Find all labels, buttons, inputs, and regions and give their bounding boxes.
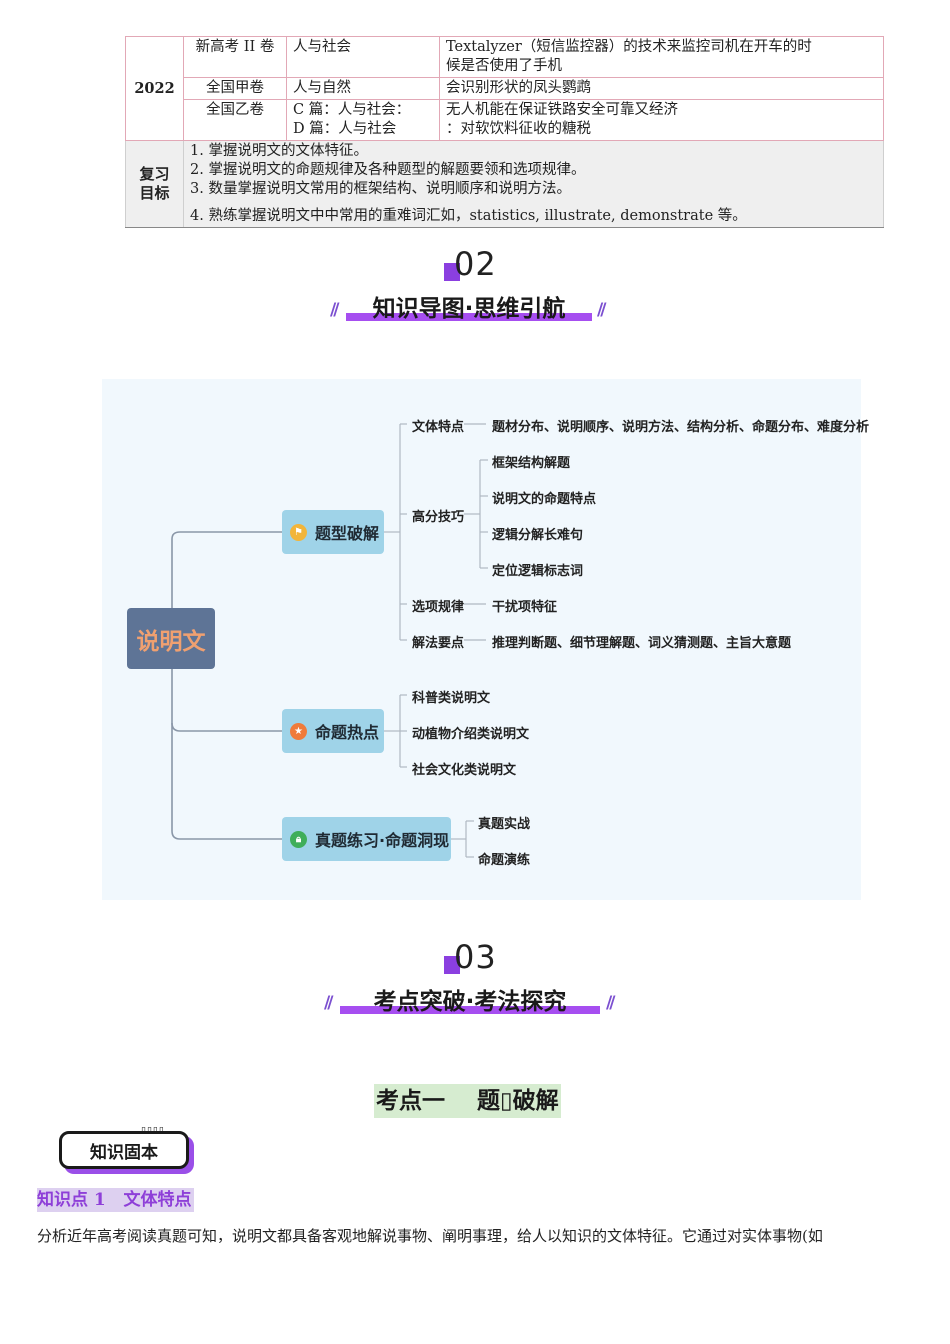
goal-row: 复习 目标 1. 掌握说明文的文体特征。 2. 掌握说明文的命题规律及各种题型的… [125,140,884,228]
node-solution-points: 解法要点 [412,636,465,651]
node-hot-topic: 社会文化类说明文 [412,763,517,778]
badge-label: 知识固本 [90,1142,158,1163]
node-practice: 真题实战 [478,817,531,832]
branch-hot-topics: ★ 命题热点 [282,709,384,753]
leaf-tip: 框架结构解题 [492,456,571,471]
year-cell: 2022 [125,36,184,141]
branch-real-practice: 🔒︎ 真题练习·命题洞现 [282,817,451,861]
branch-label: 题型破解 [315,524,380,543]
goal-list: 1. 掌握说明文的文体特征。 2. 掌握说明文的命题规律及各种题型的解题要领和选… [183,140,884,228]
goal-item: 2. 掌握说明文的命题规律及各种题型的解题要领和选项规律。 [190,162,586,178]
table-row: 全国乙卷 C 篇：人与社会： D 篇：人与社会 无人机能在保证铁路安全可靠又经济… [126,99,884,141]
leaf-tip: 逻辑分解长难句 [492,528,584,543]
content-line: 候是否使用了手机 [446,58,562,74]
goal-item: 4. 熟练掌握说明文中中常用的重难词汇如，statistics, illustr… [190,208,747,224]
slash-decoration: // [606,993,616,1013]
node-hot-topic: 科普类说明文 [412,691,491,706]
node-genre-features: 文体特点 [412,420,465,435]
section-number-text: 02 [454,245,497,283]
section-title-text: 知识导图·思维引航 [372,296,566,322]
section-title: 知识导图·思维引航 [346,289,592,323]
content-cell: 无人机能在保证铁路安全可靠又经济 ：对软饮料征收的糖税 [439,99,884,141]
topic-cell: C 篇：人与社会： D 篇：人与社会 [286,99,440,141]
goal-item: 1. 掌握说明文的文体特征。 [190,143,368,159]
leaf-genre-features: 题材分布、说明顺序、说明方法、结构分析、命题分布、难度分析 [492,420,870,435]
goal-label-line: 目标 [139,184,170,202]
knowledge-badge: 知识固本 ▯▯▯▯ [59,1126,195,1173]
table-row: 全国甲卷 人与自然 会识别形状的凤头鹦鹉 [126,77,884,100]
mind-map: 说明文 ⚑ 题型破解 ★ 命题热点 🔒︎ 真题练习·命题洞现 文体特点 题材分布… [102,379,869,900]
goal-item: 3. 数量掌握说明文常用的框架结构、说明顺序和说明方法。 [190,181,571,197]
section-number-text: 03 [454,938,497,976]
star-icon: ★ [290,722,307,740]
goal-label-line: 复习 [139,165,170,183]
branch-label: 命题热点 [315,723,380,742]
section-number: 03 [444,938,497,976]
knowledge-point-heading: 知识点 1 文体特点 [37,1188,194,1212]
topic-line: D 篇：人与社会 [293,121,397,137]
point-title: 考点一 题▯破解 [374,1084,561,1118]
exam-table: 2022 新高考 II 卷 人与社会 Textalyzer（短信监控器）的技术来… [125,36,884,228]
badge-box: 知识固本 [59,1131,189,1169]
topic-cell: 人与社会 [286,36,440,78]
leaf-solution-points: 推理判断题、细节理解题、词义猜测题、主旨大意题 [492,636,792,651]
paper-cell: 新高考 II 卷 [183,36,287,78]
node-option-rules: 选项规律 [412,600,465,615]
paper-cell: 全国甲卷 [183,77,287,100]
node-practice: 命题演练 [478,853,531,868]
branch-label: 真题练习·命题洞现 [315,831,450,850]
section-title: 考点突破·考法探究 [340,982,600,1016]
leaf-tip: 说明文的命题特点 [492,492,597,507]
goal-label: 复习 目标 [125,140,184,228]
mind-map-root: 说明文 [127,608,215,669]
section-title-text: 考点突破·考法探究 [373,989,567,1015]
section-number: 02 [444,245,497,283]
content-line: 无人机能在保证铁路安全可靠又经济 [446,102,678,118]
body-paragraph: 分析近年高考阅读真题可知，说明文都具备客观地解说事物、阐明事理，给人以知识的文体… [37,1227,823,1245]
lock-icon: 🔒︎ [290,830,307,848]
slash-decoration: // [324,993,334,1013]
slash-decoration: // [330,300,340,320]
node-hot-topic: 动植物介绍类说明文 [412,727,530,742]
content-line: Textalyzer（短信监控器）的技术来监控司机在开车的时 [446,39,812,55]
topic-line: C 篇：人与社会： [293,102,411,118]
flag-icon: ⚑ [290,523,307,541]
leaf-option-rules: 干扰项特征 [492,600,558,615]
branch-question-types: ⚑ 题型破解 [282,510,384,554]
content-line: ：对软饮料征收的糖税 [446,121,591,137]
leaf-tip: 定位逻辑标志词 [492,564,584,579]
binder-rings-icon: ▯▯▯▯ [141,1126,165,1136]
node-high-score-tips: 高分技巧 [412,510,465,525]
table-row: 2022 新高考 II 卷 人与社会 Textalyzer（短信监控器）的技术来… [125,36,884,141]
paper-cell: 全国乙卷 [183,99,287,141]
content-cell: Textalyzer（短信监控器）的技术来监控司机在开车的时 候是否使用了手机 [439,36,884,78]
content-cell: 会识别形状的凤头鹦鹉 [439,77,884,100]
slash-decoration: // [597,300,607,320]
topic-cell: 人与自然 [286,77,440,100]
